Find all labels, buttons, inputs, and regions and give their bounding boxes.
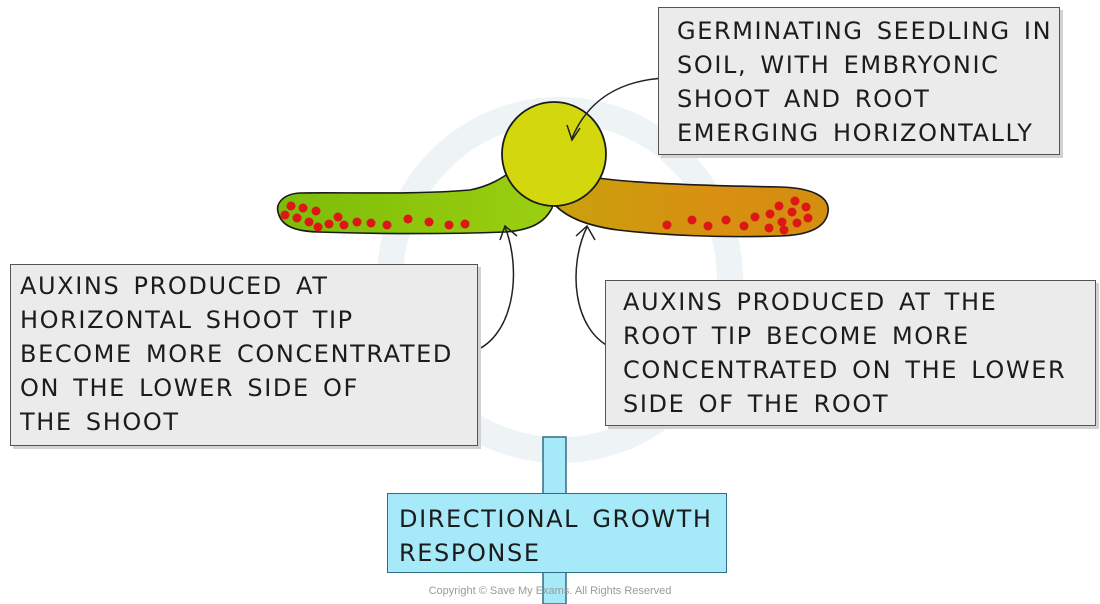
auxin-dot	[444, 220, 454, 230]
auxin-dot	[311, 206, 321, 216]
root-label-line: AUXINS PRODUCED AT THE	[623, 288, 998, 316]
shoot-auxin-dots	[280, 201, 470, 232]
shoot-label-line: AUXINS PRODUCED AT	[20, 272, 329, 300]
seedling-label-line: EMERGING HORIZONTALLY	[677, 119, 1034, 147]
seedling-label: GERMINATING SEEDLING IN SOIL, WITH EMBRY…	[658, 7, 1060, 155]
embryonic-shoot	[276, 170, 555, 235]
shoot-arrowhead	[499, 224, 518, 241]
seed	[501, 101, 607, 207]
auxin-dot	[687, 215, 697, 225]
shoot-auxin-label: AUXINS PRODUCED AT HORIZONTAL SHOOT TIP …	[10, 264, 478, 446]
copyright-notice: Copyright © Save My Exams. All Rights Re…	[428, 585, 672, 597]
auxin-dot	[764, 223, 774, 233]
seedling-pointer	[571, 77, 667, 139]
auxin-dot	[721, 215, 731, 225]
auxin-dot	[703, 221, 713, 231]
auxin-dot	[779, 225, 789, 235]
auxin-dot	[366, 218, 376, 228]
auxin-dot	[339, 220, 349, 230]
seedling-label-line: SHOOT AND ROOT	[677, 85, 931, 113]
auxin-dot	[324, 219, 334, 229]
root-auxin-label: AUXINS PRODUCED AT THE ROOT TIP BECOME M…	[605, 280, 1096, 426]
auxin-dot	[774, 201, 784, 211]
response-label-line: DIRECTIONAL GROWTH	[399, 505, 713, 533]
shoot-label-line: BECOME MORE CONCENTRATED	[20, 340, 453, 368]
seedling-label-line: SOIL, WITH EMBRYONIC	[677, 51, 1000, 79]
embryonic-root	[555, 177, 829, 238]
auxin-dot	[750, 212, 760, 222]
auxin-dot	[662, 220, 672, 230]
seedling-label-line: GERMINATING SEEDLING IN	[677, 17, 1053, 45]
shoot-pointer	[468, 226, 515, 354]
shoot-label-line: HORIZONTAL SHOOT TIP	[20, 306, 354, 334]
auxin-dot	[304, 217, 314, 227]
auxin-dot	[803, 213, 813, 223]
auxin-dot	[777, 217, 787, 227]
auxin-dot	[298, 203, 308, 213]
auxin-dot	[352, 217, 362, 227]
root-label-line: ROOT TIP BECOME MORE	[623, 322, 970, 350]
root-auxin-dots	[662, 196, 813, 235]
root-arrowhead	[575, 224, 596, 241]
auxin-dot	[280, 210, 290, 220]
root-pointer	[575, 226, 613, 349]
directional-growth-response-label: DIRECTIONAL GROWTH RESPONSE	[387, 493, 727, 573]
auxin-dot	[382, 220, 392, 230]
auxin-dot	[739, 221, 749, 231]
auxin-dot	[292, 213, 302, 223]
shoot-label-line: ON THE LOWER SIDE OF	[20, 374, 359, 402]
auxin-dot	[460, 219, 470, 229]
auxin-dot	[790, 196, 800, 206]
shoot-label-line: THE SHOOT	[20, 408, 180, 436]
auxin-dot	[424, 217, 434, 227]
root-label-line: SIDE OF THE ROOT	[623, 390, 890, 418]
auxin-dot	[801, 202, 811, 212]
auxin-dot	[333, 212, 343, 222]
auxin-dot	[787, 207, 797, 217]
root-label-line: CONCENTRATED ON THE LOWER	[623, 356, 1067, 384]
auxin-dot	[313, 222, 323, 232]
auxin-dot	[765, 209, 775, 219]
seedling-arrowhead	[566, 124, 581, 142]
response-label-line: RESPONSE	[399, 539, 541, 567]
auxin-dot	[403, 214, 413, 224]
pointer-lines	[468, 77, 667, 354]
auxin-dot	[286, 201, 296, 211]
auxin-dot	[792, 218, 802, 228]
